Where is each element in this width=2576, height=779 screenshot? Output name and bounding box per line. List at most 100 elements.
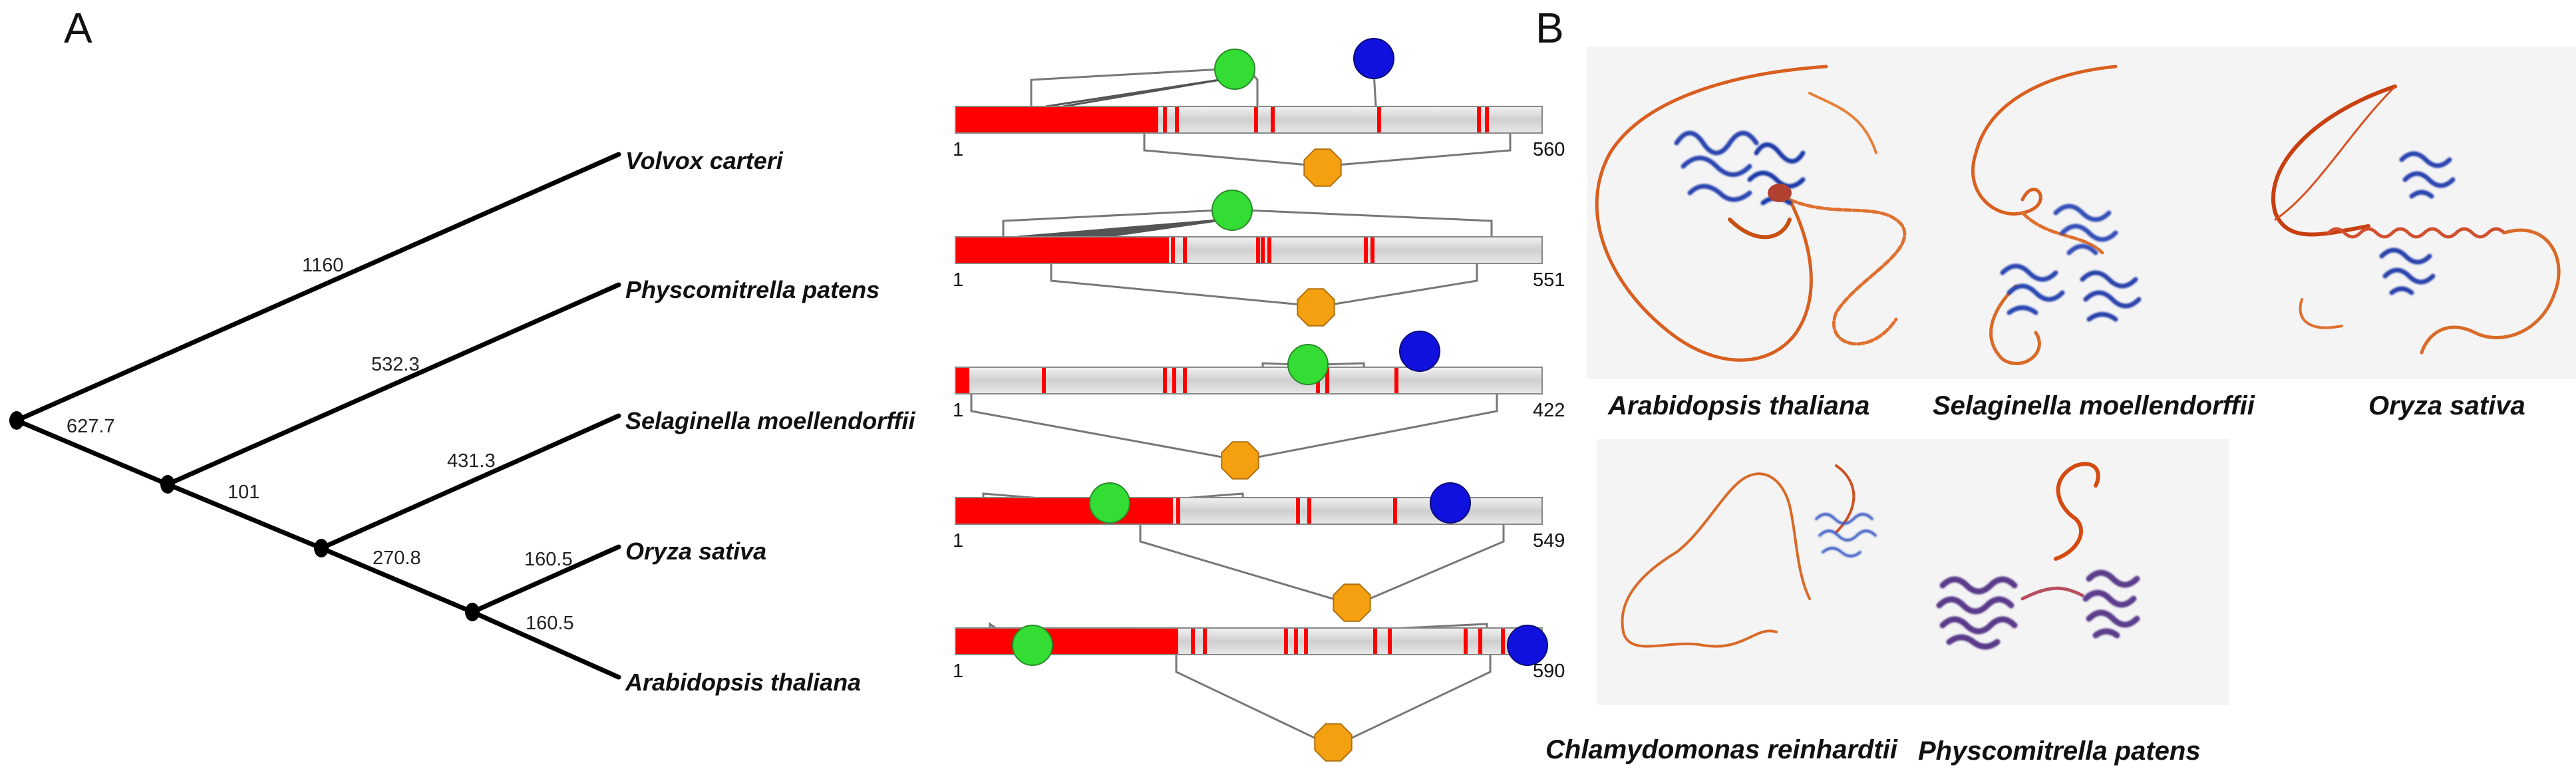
orange-octagon-symbol [1314, 723, 1353, 762]
branch-n3-oryza [470, 544, 621, 615]
structure-caption: Arabidopsis thaliana [1607, 391, 1869, 420]
blue-circle-symbol [1507, 625, 1548, 666]
connector-line [1337, 133, 1512, 166]
connector-line [1330, 263, 1478, 306]
red-mark [1370, 237, 1374, 263]
branch-n1-physcomitrella [165, 282, 621, 487]
protein-bar [955, 367, 1543, 394]
green-circle-symbol [1214, 49, 1255, 90]
blue-circle-symbol [1430, 482, 1471, 524]
red-mark [1042, 368, 1046, 393]
red-region [956, 107, 1158, 132]
branch-length-label: 160.5 [526, 613, 574, 634]
phylogenetic-tree [14, 152, 621, 680]
tree-nodes [9, 411, 480, 621]
connector-line [1104, 218, 1226, 238]
connector-line [1062, 77, 1229, 108]
red-mark [1203, 629, 1207, 654]
red-mark [1256, 237, 1260, 263]
connector-line [1254, 394, 1498, 459]
red-mark [1373, 629, 1377, 654]
branch-root-volvox [14, 152, 621, 423]
red-region [956, 237, 1169, 263]
protein-structure-oryza [2271, 84, 2561, 355]
red-mark [1176, 498, 1180, 524]
red-mark [1267, 237, 1271, 263]
green-circle-symbol [1211, 190, 1253, 231]
taxon-label: Selaginella moellendorffii [625, 407, 915, 434]
blue-circle-symbol [1353, 38, 1394, 79]
red-mark [1477, 107, 1481, 132]
branch-n2-selaginella [319, 413, 621, 551]
end-position-label: 560 [1533, 139, 1565, 160]
red-mark [1464, 629, 1468, 654]
protein-structure-selaginella [1971, 65, 2142, 365]
protein-structure-arabidopsis [1595, 65, 1907, 362]
taxon-labels: Volvox carteri Physcomitrella patens Sel… [625, 147, 915, 696]
red-mark [1171, 237, 1175, 263]
red-mark [1377, 107, 1381, 132]
end-position-label: 422 [1533, 400, 1565, 421]
connector-line [1175, 655, 1319, 741]
branch-length-label: 101 [228, 482, 259, 503]
start-position-label: 1 [953, 400, 963, 421]
connector-line [1366, 524, 1505, 601]
connector-line [1347, 655, 1492, 741]
connector-line [1139, 524, 1338, 601]
orange-octagon-symbol [1333, 583, 1371, 622]
branch-length-label: 160.5 [524, 549, 573, 570]
connector-line [1050, 263, 1302, 306]
taxon-label: Oryza sativa [625, 538, 766, 565]
end-position-label: 549 [1533, 530, 1565, 551]
red-mark [1478, 629, 1482, 654]
red-mark [1163, 107, 1167, 132]
branch-n1-n2 [165, 482, 324, 551]
domain-row-3: 1 422 [953, 331, 1565, 480]
blue-circle-symbol [1399, 331, 1440, 372]
start-position-label: 1 [953, 269, 963, 291]
branch-length-labels: 1160 532.3 431.3 160.5 160.5 627.7 101 2… [67, 255, 574, 634]
structure-caption: Chlamydomonas reinhardtii [1545, 735, 1898, 764]
connector-line [1261, 362, 1295, 367]
connector-line [1030, 68, 1222, 106]
red-mark [1163, 368, 1167, 393]
end-position-label: 551 [1533, 269, 1565, 291]
internal-node [314, 539, 329, 557]
red-mark [1304, 629, 1308, 654]
panel-a-label: A [64, 4, 92, 52]
green-circle-symbol [1089, 482, 1130, 524]
taxon-label: Arabidopsis thaliana [625, 669, 861, 696]
branch-length-label: 532.3 [371, 354, 420, 375]
red-mark [1191, 629, 1195, 654]
red-mark [1325, 368, 1329, 393]
green-circle-symbol [1012, 625, 1053, 666]
red-mark [1261, 237, 1265, 263]
green-circle-symbol [1287, 344, 1329, 385]
structure-caption: Selaginella moellendorffii [1933, 391, 2255, 420]
panel-b-label: B [1535, 4, 1564, 52]
branch-n3-arabidopsis [470, 609, 621, 680]
structure-captions: Arabidopsis thaliana Selaginella moellen… [1545, 391, 2525, 766]
protein-structure-physcomitrella [1936, 462, 2140, 650]
red-mark [1183, 237, 1187, 263]
branch-length-label: 270.8 [373, 547, 421, 569]
internal-node [160, 475, 175, 494]
orange-octagon-symbol [1221, 441, 1259, 480]
red-mark [1172, 368, 1176, 393]
structure-caption: Oryza sativa [2368, 391, 2525, 420]
red-region [956, 368, 969, 393]
connector-line [1143, 133, 1309, 166]
branch-length-label: 1160 [302, 255, 343, 276]
start-position-label: 1 [953, 661, 963, 682]
connector-line [1245, 209, 1493, 237]
start-position-label: 1 [953, 530, 963, 551]
branch-root-n1 [14, 418, 170, 487]
red-mark [1284, 629, 1288, 654]
red-mark [1271, 107, 1275, 132]
internal-node [465, 603, 480, 621]
